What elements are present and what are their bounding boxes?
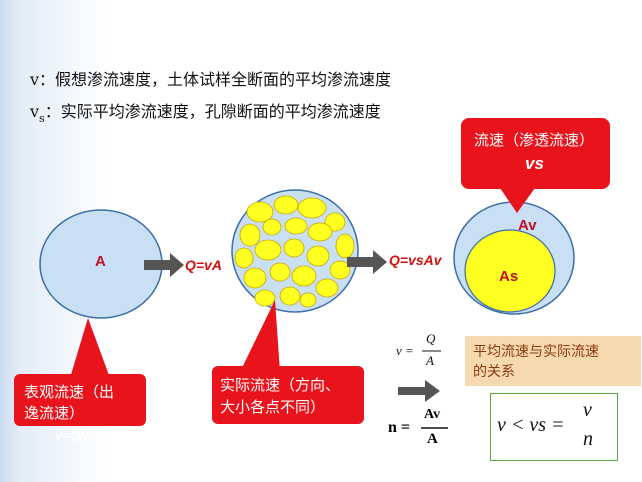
label-flow-vsAv: Q=vsAv <box>389 252 442 268</box>
callout-apparent-line1: 表观流速（出 <box>24 383 115 401</box>
solid-area-circle <box>464 229 556 313</box>
label-flow-vA: Q=vA <box>185 257 222 273</box>
formula-ineq-lhs: v < vs = <box>497 414 565 436</box>
seepage-velocity-callout <box>461 118 610 213</box>
formula-v-numerator: Q <box>426 331 436 346</box>
formula-v-denominator: A <box>426 353 434 368</box>
definition-vs-text: ：实际平均渗流速度，孔隙断面的平均渗流速度 <box>44 102 381 121</box>
particle-circle <box>231 189 359 313</box>
formula-n-numerator: Av <box>424 407 441 422</box>
actual-velocity-callout <box>212 300 364 424</box>
formula-n-lhs: n = <box>388 419 411 436</box>
callout-seepage-title: 流速（渗透流速） <box>474 131 595 149</box>
relation-label-line2: 的关系 <box>473 364 515 380</box>
flow-arrow-2 <box>347 250 387 274</box>
apparent-velocity-callout <box>14 318 146 426</box>
formula-ineq-numerator: v <box>583 399 592 421</box>
definition-vs: vs：实际平均渗流速度，孔隙断面的平均渗流速度 <box>30 98 381 125</box>
label-area-av: Av <box>518 217 537 234</box>
formula-n-denominator: A <box>427 431 438 447</box>
soil-particles <box>234 195 355 308</box>
derivation-arrow <box>398 380 440 402</box>
callout-apparent-formula: v=Q/A <box>55 428 93 443</box>
flow-arrow-1 <box>144 253 184 277</box>
definition-vs-subscript: s <box>39 112 45 125</box>
callout-seepage-symbol: vs <box>525 154 544 173</box>
definition-v-text: v：假想渗流速度，土体试样全断面的平均渗流速度 <box>30 70 392 89</box>
callout-actual-line1: 实际流速（方向、 <box>220 376 341 394</box>
label-area-a: A <box>95 253 106 270</box>
relation-label-line1: 平均流速与实际流速 <box>473 344 599 360</box>
definition-v: v：假想渗流速度，土体试样全断面的平均渗流速度 <box>30 66 391 90</box>
formula-ineq-denominator: n <box>583 428 593 450</box>
label-area-as: As <box>499 268 519 285</box>
velocity-inequality-box <box>490 393 618 461</box>
relation-label-box: 平均流速与实际流速 的关系 <box>465 336 641 386</box>
callout-apparent-line2: 逸流速） <box>24 404 85 422</box>
callout-actual-line2: 大小各点不同） <box>220 398 326 416</box>
formula-v-lhs: v = <box>396 343 414 358</box>
definition-vs-symbol: v <box>30 102 40 121</box>
